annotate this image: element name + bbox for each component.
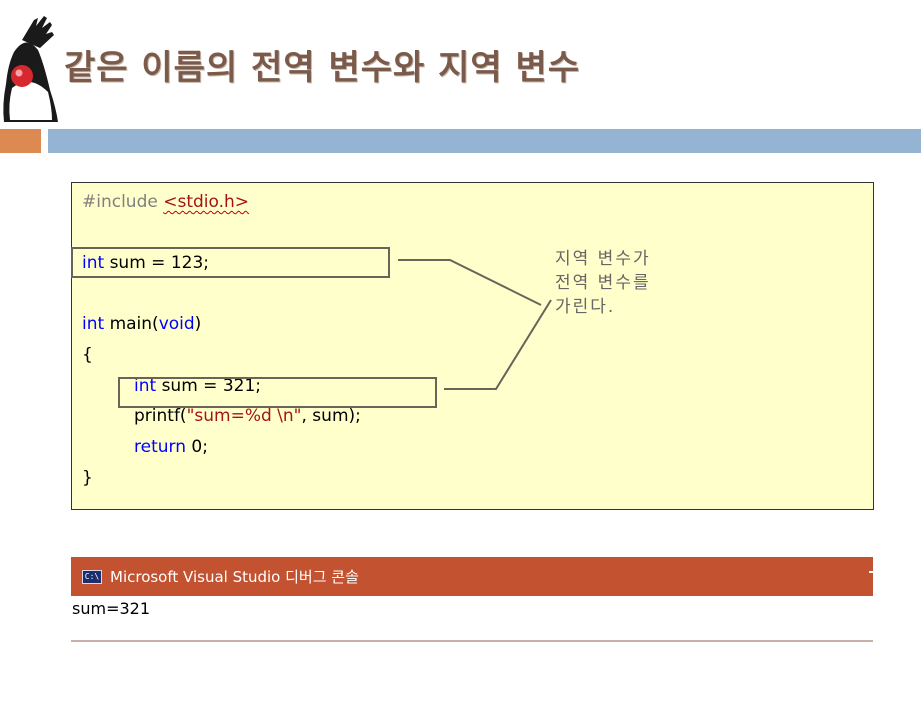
preprocessor-directive: #include (82, 192, 158, 212)
main-name: main( (104, 314, 159, 334)
console-app-icon: C:\ (82, 569, 102, 584)
minimize-icon[interactable] (869, 571, 873, 573)
code-block: #include <stdio.h> int sum = 123; int ma… (71, 182, 874, 510)
keyword-int: int (82, 253, 105, 273)
note-line-3: 가린다. (555, 297, 616, 317)
header-name: <stdio.h> (163, 192, 250, 212)
blue-header-bar (48, 129, 921, 153)
code-line-printf: printf("sum=%d \n", sum); (134, 406, 361, 426)
debug-console-window: C:\ Microsoft Visual Studio 디버그 콘솔 sum=3… (71, 557, 873, 642)
keyword-int: int (134, 376, 157, 396)
console-titlebar[interactable]: C:\ Microsoft Visual Studio 디버그 콘솔 (71, 557, 873, 596)
code-line-include: #include <stdio.h> (82, 192, 249, 212)
global-sum-highlight-box (71, 247, 390, 278)
note-line-2: 전역 변수를 (555, 273, 651, 293)
code-line-open-brace: { (82, 345, 93, 365)
keyword-return: return (134, 437, 186, 457)
code-line-local-sum: int sum = 321; (134, 376, 261, 396)
orange-accent-bar (0, 129, 41, 153)
format-string: "sum=%d \n" (186, 406, 302, 426)
printf-args: , sum); (301, 406, 361, 426)
code-line-close-brace: } (82, 468, 93, 488)
callout-note: 지역 변수가 전역 변수를 가린다. (555, 247, 685, 319)
global-declaration: sum = 123; (104, 253, 209, 273)
note-line-1: 지역 변수가 (555, 249, 651, 269)
keyword-void: void (158, 314, 195, 334)
code-line-main: int main(void) (82, 314, 201, 334)
slide-title: 같은 이름의 전역 변수와 지역 변수 (64, 48, 581, 88)
printf-call: printf( (134, 406, 187, 426)
local-declaration: sum = 321; (156, 376, 261, 396)
code-line-return: return 0; (134, 437, 208, 457)
console-title: Microsoft Visual Studio 디버그 콘솔 (110, 568, 359, 586)
console-output: sum=321 (72, 599, 151, 618)
close-paren: ) (194, 314, 202, 334)
keyword-int: int (82, 314, 105, 334)
duke-mascot-icon (3, 16, 59, 122)
local-sum-highlight-box (118, 377, 437, 408)
code-line-global-sum: int sum = 123; (82, 253, 209, 273)
return-value: 0; (185, 437, 208, 457)
